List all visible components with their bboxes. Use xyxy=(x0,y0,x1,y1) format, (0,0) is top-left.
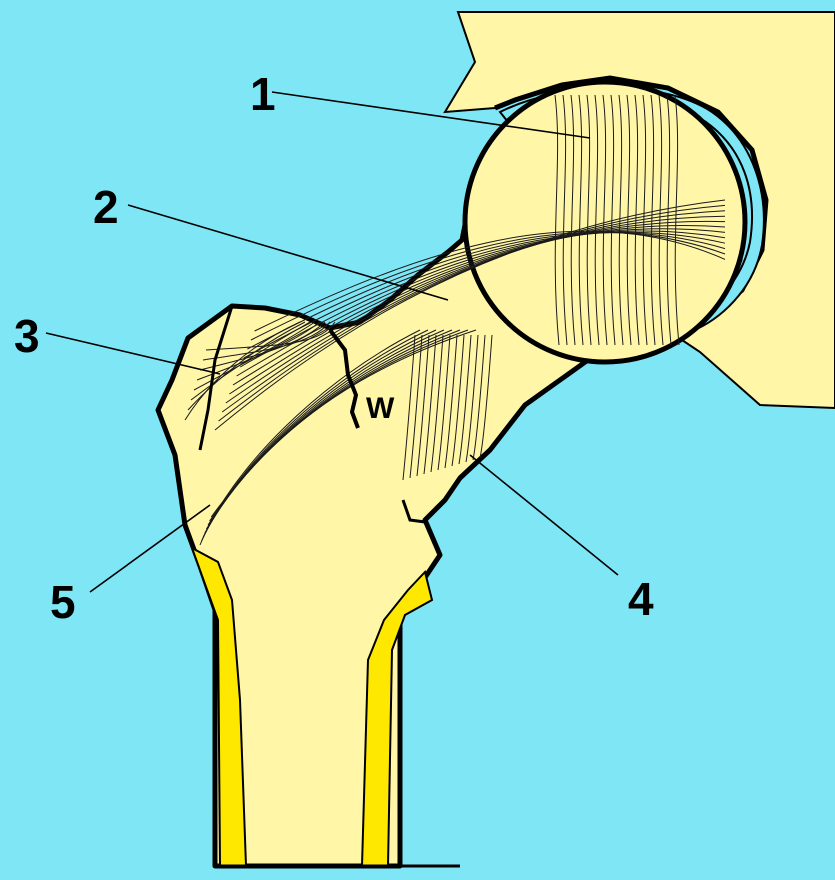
label-1: 1 xyxy=(250,68,276,120)
label-w: W xyxy=(366,392,395,425)
label-4: 4 xyxy=(628,573,654,625)
label-3: 3 xyxy=(14,310,40,362)
label-2: 2 xyxy=(93,181,119,233)
label-5: 5 xyxy=(50,576,76,628)
